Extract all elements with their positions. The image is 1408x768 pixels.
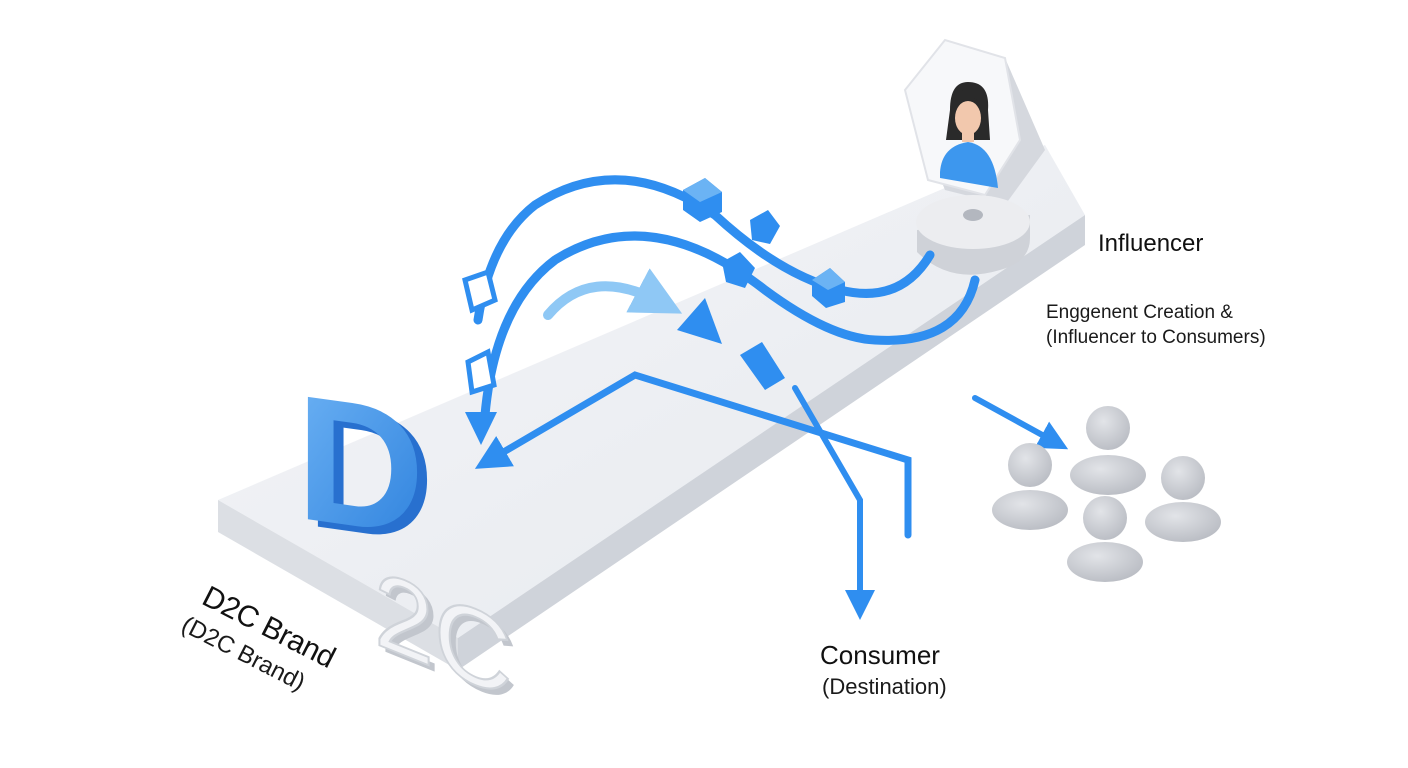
consumer-title: Consumer — [820, 640, 940, 670]
influencer-sub-line2: (Influencer to Consumers) — [1046, 327, 1266, 348]
influencer-pedestal — [916, 195, 1030, 275]
brand-arrow — [474, 371, 912, 539]
feedback-arrow — [543, 268, 683, 320]
person-icon — [992, 443, 1068, 530]
influencer-subtitle: Enggenent Creation & (Influencer to Cons… — [1046, 300, 1266, 350]
influencer-badge — [903, 38, 1045, 205]
person-icon — [1067, 496, 1143, 582]
flow-cubes — [677, 178, 845, 390]
to-consumers-arrow — [972, 395, 1069, 450]
logo-d-letter: D — [296, 356, 425, 573]
influencer-title: Influencer — [1098, 230, 1204, 257]
curve-boxes — [462, 268, 498, 396]
down-arrowhead — [465, 412, 497, 445]
influencer-sub-line1: Enggenent Creation & — [1046, 302, 1233, 323]
consumer-subtitle: (Destination) — [822, 674, 947, 699]
logo-d-shadow: D — [306, 364, 435, 581]
consumer-arrow — [792, 385, 875, 620]
person-icon — [1145, 456, 1221, 542]
woman-avatar-icon — [940, 82, 998, 188]
person-icon — [1070, 406, 1146, 495]
platform — [218, 145, 1085, 670]
d2c-logo: D D 2C 2C — [296, 356, 518, 728]
people-group-icon — [992, 406, 1221, 582]
